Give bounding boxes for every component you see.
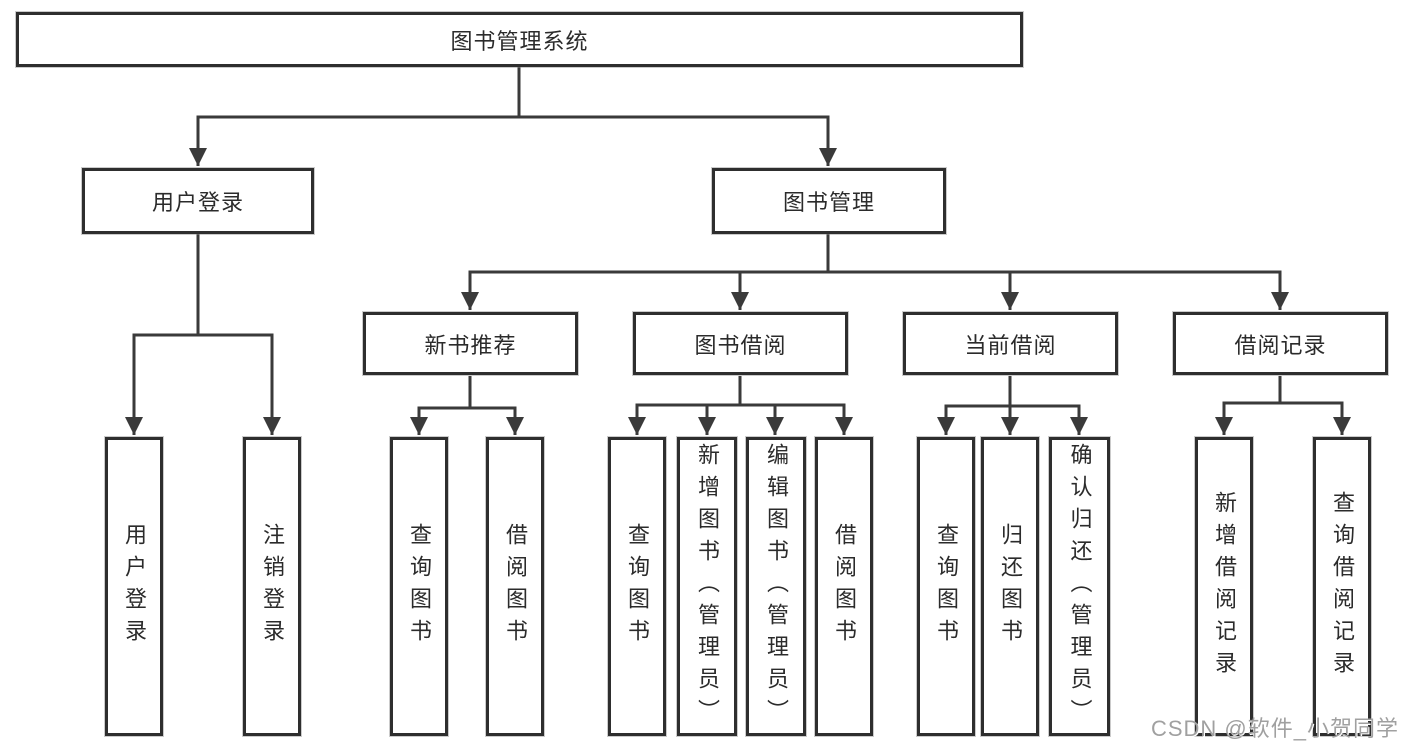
leaf-query-books-borrowing: 查询图书 bbox=[608, 437, 666, 736]
leaf-logout-label: 注销登录 bbox=[260, 522, 285, 651]
leaf-query-borrow-record-label: 查询借阅记录 bbox=[1330, 490, 1355, 683]
leaf-query-books-recommend: 查询图书 bbox=[390, 437, 448, 736]
leaf-query-books-current: 查询图书 bbox=[917, 437, 975, 736]
node-borrowing-records: 借阅记录 bbox=[1173, 312, 1388, 375]
leaf-add-books-admin-label: 新增图书（管理员） bbox=[695, 442, 720, 731]
leaf-confirm-return-admin: 确认归还（管理员） bbox=[1049, 437, 1110, 736]
node-current-borrowing: 当前借阅 bbox=[903, 312, 1118, 375]
node-new-book-recommend-label: 新书推荐 bbox=[424, 332, 517, 358]
node-book-management: 图书管理 bbox=[712, 168, 946, 234]
leaf-add-borrow-record-label: 新增借阅记录 bbox=[1212, 490, 1237, 683]
leaf-return-books: 归还图书 bbox=[981, 437, 1039, 736]
node-new-book-recommend: 新书推荐 bbox=[363, 312, 578, 375]
node-user-login-label: 用户登录 bbox=[151, 190, 244, 215]
leaf-add-books-admin: 新增图书（管理员） bbox=[677, 437, 737, 736]
node-current-borrowing-label: 当前借阅 bbox=[964, 332, 1057, 358]
leaf-borrow-books-recommend: 借阅图书 bbox=[486, 437, 544, 736]
node-book-borrowing: 图书借阅 bbox=[633, 312, 848, 375]
node-borrowing-records-label: 借阅记录 bbox=[1234, 332, 1327, 358]
node-library-system-label: 图书管理系统 bbox=[450, 28, 589, 54]
node-user-login: 用户登录 bbox=[82, 168, 314, 234]
leaf-add-borrow-record: 新增借阅记录 bbox=[1195, 437, 1253, 736]
leaf-edit-books-admin-label: 编辑图书（管理员） bbox=[764, 442, 789, 731]
leaf-query-books-recommend-label: 查询图书 bbox=[407, 522, 432, 651]
leaf-return-books-label: 归还图书 bbox=[998, 522, 1023, 651]
leaf-query-borrow-record: 查询借阅记录 bbox=[1313, 437, 1371, 736]
leaf-borrow-books-borrowing: 借阅图书 bbox=[815, 437, 873, 736]
leaf-logout: 注销登录 bbox=[243, 437, 301, 736]
node-book-management-label: 图书管理 bbox=[782, 190, 875, 215]
watermark-text: CSDN @软件_小贺同学 bbox=[1150, 716, 1399, 741]
leaf-query-books-borrowing-label: 查询图书 bbox=[625, 522, 650, 651]
node-book-borrowing-label: 图书借阅 bbox=[694, 332, 787, 358]
node-library-system: 图书管理系统 bbox=[16, 12, 1023, 67]
leaf-user-login: 用户登录 bbox=[105, 437, 163, 736]
leaf-query-books-current-label: 查询图书 bbox=[934, 522, 959, 651]
leaf-user-login-label: 用户登录 bbox=[122, 522, 147, 651]
leaf-borrow-books-recommend-label: 借阅图书 bbox=[503, 522, 528, 651]
leaf-edit-books-admin: 编辑图书（管理员） bbox=[746, 437, 806, 736]
leaf-borrow-books-borrowing-label: 借阅图书 bbox=[832, 522, 857, 651]
leaf-confirm-return-admin-label: 确认归还（管理员） bbox=[1067, 442, 1093, 731]
